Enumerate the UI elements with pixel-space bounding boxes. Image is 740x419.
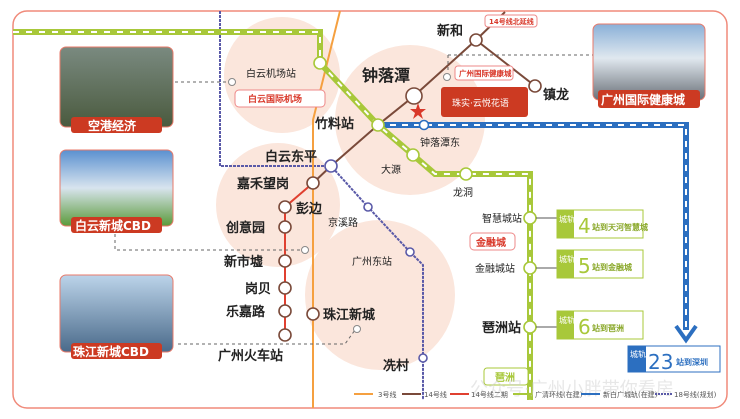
- station-label: 镇龙: [543, 87, 569, 103]
- line14-north-tag: 14号线北延线: [489, 17, 534, 26]
- connectors: [114, 54, 593, 345]
- photo-baiyun-cbd: 白云新城CBD: [59, 149, 174, 233]
- station-label: 冼村: [383, 358, 409, 374]
- station-label: 金融城站: [475, 262, 515, 275]
- svg-text:14号线二期: 14号线二期: [471, 390, 508, 399]
- photo-airport-economy: 空港经济: [59, 46, 174, 133]
- svg-text:城轨: 城轨: [630, 349, 646, 359]
- photo-health-city: 广州国际健康城: [592, 23, 706, 108]
- station-label: 嘉禾望岗: [236, 176, 289, 192]
- station-label: 白云东平: [265, 149, 317, 165]
- project-logo-text: 珠实·云悦花语: [452, 97, 509, 109]
- station-label: 岗贝: [245, 281, 271, 297]
- arrow-down-icon: [674, 324, 698, 344]
- station-label: 乐嘉路: [226, 304, 266, 320]
- station-label: 大源: [381, 163, 401, 176]
- svg-text:空港经济: 空港经济: [88, 118, 137, 133]
- svg-text:18号线(规划): 18号线(规划): [674, 390, 717, 399]
- station-label: 白云机场站: [246, 67, 296, 80]
- station-label: 京溪路: [328, 216, 358, 229]
- svg-text:城轨: 城轨: [559, 315, 575, 325]
- svg-text:6: 6: [578, 315, 591, 339]
- station-label: 广州东站: [352, 255, 392, 268]
- svg-text:白云新城CBD: 白云新城CBD: [75, 218, 151, 233]
- svg-text:城轨: 城轨: [559, 214, 575, 224]
- svg-text:广清环线(在建): 广清环线(在建): [535, 390, 583, 399]
- health-city-tag: 广州国际健康城: [459, 68, 512, 78]
- airport-tag-text: 白云国际机场: [248, 93, 302, 105]
- station-label: 龙洞: [453, 186, 473, 199]
- station-label: 广州火车站: [218, 348, 283, 364]
- photo-zhujiang-cbd: 珠江新城CBD: [59, 274, 174, 359]
- svg-text:站到天河智慧城: 站到天河智慧城: [592, 222, 648, 232]
- station-label: 琶洲站: [482, 320, 521, 336]
- pazhou-tag: 琶洲: [495, 372, 515, 384]
- station-label: 新市墟: [224, 254, 263, 270]
- svg-text:5: 5: [578, 254, 591, 278]
- station-label: 竹料站: [314, 116, 354, 132]
- project-logo: [441, 87, 528, 117]
- svg-text:站到金融城: 站到金融城: [592, 262, 632, 272]
- station-label: 钟落潭东: [420, 136, 460, 149]
- airport-tag: [234, 89, 326, 108]
- svg-text:站到深圳: 站到深圳: [676, 357, 708, 367]
- station-label: 珠江新城: [323, 307, 375, 323]
- station-label: 彭边: [296, 201, 323, 217]
- svg-text:站到琶洲: 站到琶洲: [592, 323, 624, 333]
- svg-text:4: 4: [578, 214, 591, 238]
- station-label: 新和: [437, 23, 463, 39]
- station-nodes: [278, 33, 542, 342]
- svg-text:3号线: 3号线: [378, 390, 396, 399]
- svg-text:广州国际健康城: 广州国际健康城: [601, 92, 685, 107]
- project-star-icon: [410, 103, 426, 119]
- station-label: 智慧城站: [482, 212, 522, 225]
- station-label: 钟落潭: [362, 66, 410, 85]
- svg-text:珠江新城CBD: 珠江新城CBD: [73, 344, 149, 359]
- svg-text:14号线: 14号线: [424, 390, 447, 399]
- station-label: 创意园: [225, 220, 265, 236]
- svg-text:城轨: 城轨: [559, 254, 575, 264]
- finance-city-tag: 金融城: [475, 236, 506, 249]
- svg-text:新白广城轨(在建): 新白广城轨(在建): [603, 390, 658, 399]
- svg-text:23: 23: [648, 350, 673, 374]
- legend: 3号线 14号线 14号线二期 广清环线(在建) 新白广城轨(在建) 18号线(…: [354, 390, 717, 399]
